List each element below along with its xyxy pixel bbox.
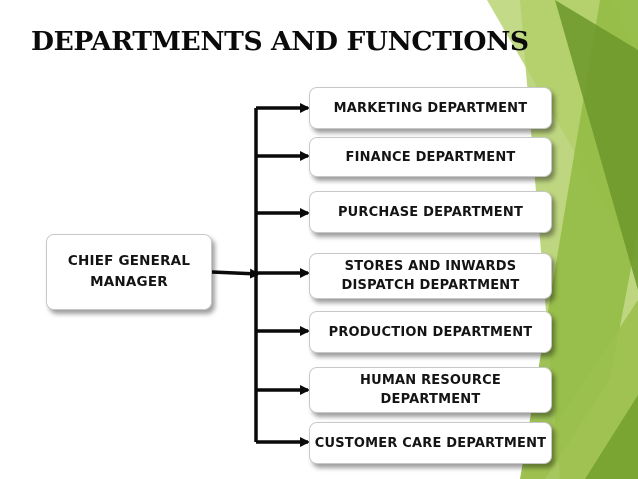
finance-department-node: FINANCE DEPARTMENT <box>309 137 552 177</box>
customer-care-department-node: CUSTOMER CARE DEPARTMENT <box>309 422 552 464</box>
chief-general-manager-node: CHIEF GENERAL MANAGER <box>46 234 212 310</box>
deco-triangle-bottom-dark <box>585 395 638 479</box>
production-department-node: PRODUCTION DEPARTMENT <box>309 311 552 353</box>
deco-band-dark <box>555 0 638 290</box>
human-resource-department-node: HUMAN RESOURCE DEPARTMENT <box>309 367 552 413</box>
marketing-department-node: MARKETING DEPARTMENT <box>309 87 552 129</box>
purchase-department-node: PURCHASE DEPARTMENT <box>309 191 552 233</box>
slide-title: DEPARTMENTS AND FUNCTIONS <box>31 26 529 57</box>
root-arrow <box>211 268 260 279</box>
stores-inwards-dispatch-department-node: STORES AND INWARDS DISPATCH DEPARTMENT <box>309 253 552 299</box>
